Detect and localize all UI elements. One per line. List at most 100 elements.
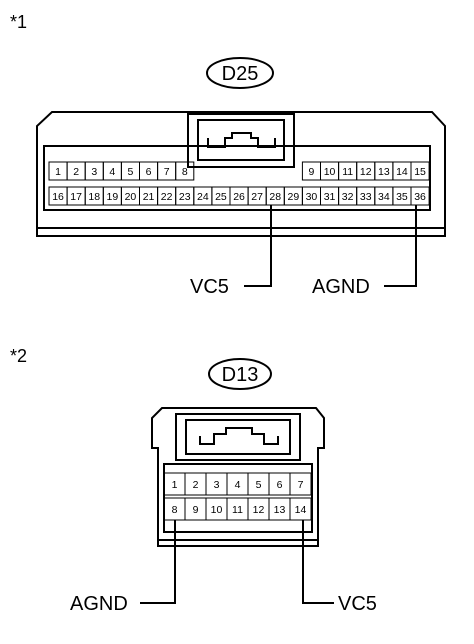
pin-label: 10 xyxy=(211,504,223,516)
pin-18: 18 xyxy=(84,186,104,206)
figure1-signal-lines xyxy=(244,205,417,287)
pin-11: 11 xyxy=(226,497,249,521)
pin-label: 2 xyxy=(73,166,79,178)
pin-10: 10 xyxy=(320,161,340,181)
pin-26: 26 xyxy=(229,186,249,206)
pin-label: 13 xyxy=(378,166,390,178)
pin-7: 7 xyxy=(289,472,312,496)
pin-28: 28 xyxy=(265,186,285,206)
pin-19: 19 xyxy=(102,186,122,206)
pin-label: 3 xyxy=(91,166,97,178)
pin-label: 11 xyxy=(232,504,243,516)
pin-32: 32 xyxy=(338,186,358,206)
pin-label: 4 xyxy=(235,479,241,491)
pin-8: 8 xyxy=(163,497,186,521)
pin-16: 16 xyxy=(48,186,68,206)
pin-14: 14 xyxy=(392,161,412,181)
pin-label: 14 xyxy=(295,504,307,516)
pin-label: 23 xyxy=(179,191,191,203)
pin-6: 6 xyxy=(268,472,291,496)
pin-2: 2 xyxy=(66,161,86,181)
pin-label: 19 xyxy=(107,191,119,203)
pin-1: 1 xyxy=(48,161,68,181)
pin-8: 8 xyxy=(175,161,195,181)
pin-20: 20 xyxy=(120,186,141,206)
pin-label: 30 xyxy=(306,191,318,203)
pin-label: 8 xyxy=(182,166,188,178)
pin-label: 1 xyxy=(55,166,61,178)
pin-9: 9 xyxy=(184,497,207,521)
pin-label: 12 xyxy=(253,504,265,516)
pin-27: 27 xyxy=(247,186,267,206)
pin-12: 12 xyxy=(247,497,270,521)
pin-label: 25 xyxy=(215,191,227,203)
pin-35: 35 xyxy=(392,186,412,206)
pin-label: 12 xyxy=(360,166,372,178)
pin-label: 34 xyxy=(378,191,390,203)
pin-label: 6 xyxy=(146,166,152,178)
pin-17: 17 xyxy=(66,186,86,206)
pin-3: 3 xyxy=(205,472,228,496)
pin-31: 31 xyxy=(320,186,340,206)
figure1-connector-housing xyxy=(36,111,446,237)
pin-label: 13 xyxy=(274,504,286,516)
pin-label: 17 xyxy=(70,191,82,203)
figure2-connector-housing xyxy=(151,407,325,547)
figure2-vc5-label: VC5 xyxy=(338,593,377,615)
figure1-marker: *1 xyxy=(10,12,27,32)
pin-label: 9 xyxy=(309,166,315,178)
figure2-signal-lines xyxy=(140,520,334,604)
pin-4: 4 xyxy=(226,472,249,496)
pin-label: 9 xyxy=(193,504,199,516)
pin-5: 5 xyxy=(247,472,270,496)
pin-label: 22 xyxy=(161,191,173,203)
pin-33: 33 xyxy=(356,186,376,206)
pin-label: 15 xyxy=(414,166,426,178)
figure1-vc5-label: VC5 xyxy=(190,276,229,298)
pin-label: 1 xyxy=(172,479,178,491)
pin-3: 3 xyxy=(84,161,104,181)
figure2-connector-id-badge: D13 xyxy=(208,358,272,390)
pin-label: 26 xyxy=(233,191,245,203)
pin-label: 5 xyxy=(256,479,262,491)
figure2-agnd-label: AGND xyxy=(70,593,128,615)
pin-label: 33 xyxy=(360,191,372,203)
figure1-connector-id-badge: D25 xyxy=(206,57,274,89)
pin-label: 11 xyxy=(342,166,353,178)
pin-label: 28 xyxy=(269,191,281,203)
pin-label: 36 xyxy=(414,191,426,203)
pin-label: 27 xyxy=(251,191,263,203)
pin-label: 14 xyxy=(396,166,408,178)
pin-14: 14 xyxy=(289,497,312,521)
pin-4: 4 xyxy=(102,161,122,181)
pin-label: 16 xyxy=(52,191,64,203)
pin-label: 2 xyxy=(193,479,199,491)
pin-10: 10 xyxy=(205,497,228,521)
pin-13: 13 xyxy=(374,161,394,181)
pin-15: 15 xyxy=(410,161,430,181)
pin-12: 12 xyxy=(356,161,376,181)
pin-label: 18 xyxy=(88,191,100,203)
pin-21: 21 xyxy=(139,186,159,206)
pin-label: 5 xyxy=(128,166,134,178)
pin-label: 3 xyxy=(214,479,220,491)
pin-label: 7 xyxy=(164,166,170,178)
pin-6: 6 xyxy=(139,161,159,181)
pin-11: 11 xyxy=(338,161,358,181)
pin-9: 9 xyxy=(301,161,321,181)
pin-29: 29 xyxy=(283,186,303,206)
pin-label: 8 xyxy=(172,504,178,516)
pin-23: 23 xyxy=(175,186,195,206)
pin-22: 22 xyxy=(157,186,177,206)
pin-34: 34 xyxy=(374,186,394,206)
pin-5: 5 xyxy=(120,161,141,181)
pin-label: 35 xyxy=(396,191,408,203)
pin-36: 36 xyxy=(410,186,430,206)
pin-label: 20 xyxy=(125,191,137,203)
pin-13: 13 xyxy=(268,497,291,521)
figure2-connector-id: D13 xyxy=(222,364,259,386)
pin-label: 32 xyxy=(342,191,354,203)
